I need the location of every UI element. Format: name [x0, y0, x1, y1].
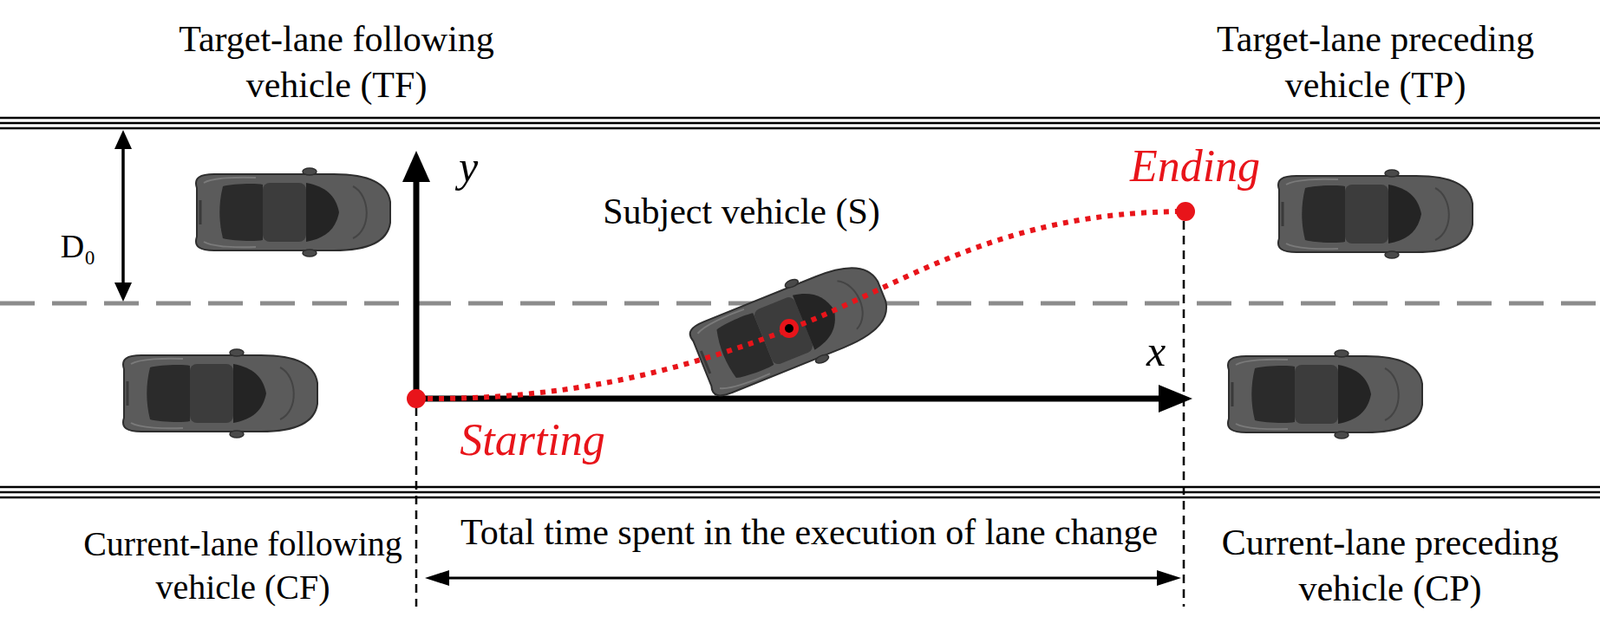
vehicle-label: Current-lane preceding vehicle (CP)	[1203, 520, 1577, 613]
duration-label: Total time spent in the execution of lan…	[460, 509, 1158, 556]
vehicle-tf	[195, 168, 391, 257]
point-label: Ending	[1129, 137, 1261, 196]
vehicle-label: Subject vehicle (S)	[602, 189, 881, 236]
start-point	[406, 389, 426, 409]
vehicle-label: Target-lane preceding vehicle (TP)	[1188, 16, 1562, 109]
vehicle-subject	[685, 250, 899, 405]
axes	[402, 150, 1193, 413]
vehicle-cf	[123, 349, 318, 438]
time-arrow	[424, 570, 1182, 587]
end-point	[1175, 202, 1196, 222]
subject-point	[779, 319, 799, 339]
subject-center	[784, 324, 794, 334]
point-label: Starting	[459, 411, 606, 470]
lane-width-arrow	[114, 130, 132, 302]
dimension-label: D₀	[60, 226, 97, 268]
vehicle-label: Current-lane following vehicle (CF)	[78, 522, 408, 611]
vehicle-tp	[1278, 169, 1473, 259]
axis-label: x	[1146, 324, 1166, 379]
vehicle-cp	[1227, 350, 1423, 439]
time-guide	[416, 221, 1184, 608]
axis-label: y	[458, 139, 478, 195]
road-edge	[0, 117, 1600, 498]
trajectory	[416, 211, 1186, 399]
vehicle-label: Target-lane following vehicle (TF)	[150, 16, 523, 109]
